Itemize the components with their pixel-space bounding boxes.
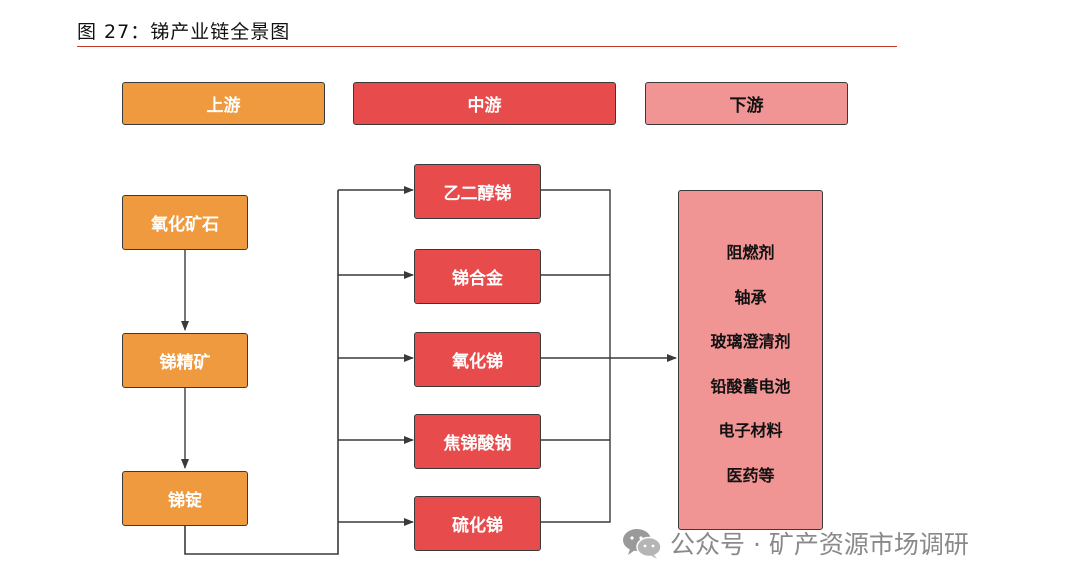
midstream-node: 焦锑酸钠 (414, 414, 541, 469)
connector-mid-to-bus (541, 189, 611, 523)
midstream-node: 锑合金 (414, 249, 541, 304)
upstream-node: 氧化矿石 (122, 195, 248, 250)
upstream-node: 锑锭 (122, 471, 248, 526)
downstream-item: 医药等 (726, 466, 775, 485)
midstream-node: 乙二醇锑 (414, 164, 541, 219)
upstream-node: 锑精矿 (122, 333, 248, 388)
downstream-item: 轴承 (734, 288, 767, 307)
downstream-item: 玻璃澄清剂 (710, 332, 791, 351)
downstream-applications-box: 阻燃剂 轴承 玻璃澄清剂 铅酸蓄电池 电子材料 医药等 (678, 190, 823, 530)
midstream-node: 氧化锑 (414, 332, 541, 387)
watermark: 公众号 · 矿产资源市场调研 (622, 525, 969, 561)
downstream-item: 电子材料 (718, 421, 783, 440)
watermark-text: 公众号 · 矿产资源市场调研 (670, 530, 969, 559)
title-rule (77, 46, 897, 47)
connector-ingot-to-bus (184, 190, 339, 555)
midstream-node: 硫化锑 (414, 496, 541, 551)
stage-downstream: 下游 (645, 82, 848, 125)
stage-upstream: 上游 (122, 82, 325, 125)
wechat-icon (623, 529, 662, 559)
downstream-item: 阻燃剂 (726, 243, 775, 262)
figure-title: 图 27：锑产业链全景图 (77, 21, 291, 43)
downstream-item: 铅酸蓄电池 (710, 377, 791, 396)
stage-midstream: 中游 (353, 82, 616, 125)
